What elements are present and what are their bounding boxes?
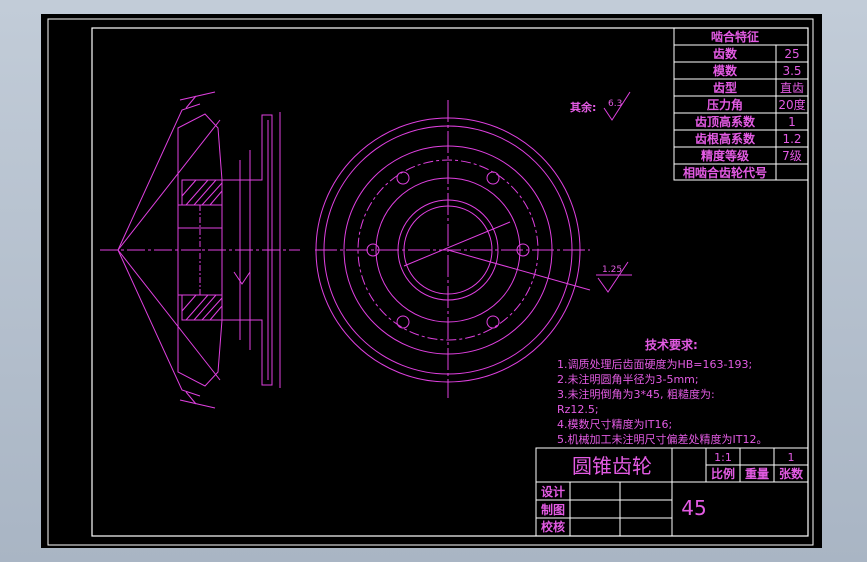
gear-body-outline — [177, 113, 273, 387]
outer-circle — [315, 117, 581, 383]
pitch-line-upper — [117, 119, 221, 251]
bolt-hole-3 — [516, 243, 530, 257]
finish-mark-side — [233, 271, 251, 285]
tech-req-line: 3.未注明倒角为3*45, 粗糙度为: — [557, 387, 715, 401]
sheet-count-value: 1 — [788, 451, 795, 464]
bore-inner — [403, 205, 493, 295]
param-value: 1.2 — [782, 132, 801, 146]
sheet-background — [41, 14, 822, 548]
tech-req-line: Rz12.5; — [557, 403, 599, 416]
surface-finish-value: 6.3 — [608, 99, 622, 109]
weight-label: 重量 — [745, 466, 769, 481]
param-label: 相啮合齿轮代号 — [683, 165, 767, 180]
param-value: 1 — [788, 115, 796, 129]
designer-label: 设计 — [541, 484, 565, 499]
bolt-hole-1 — [396, 171, 410, 185]
bolt-ring-outer — [343, 145, 553, 355]
bolt-hole-5 — [396, 315, 410, 329]
dim-top-tick — [185, 95, 197, 109]
checker-label: 校核 — [541, 519, 565, 534]
cone-upper-line — [117, 103, 201, 251]
dim-top-angle — [179, 91, 216, 101]
tech-req-line: 1.调质处理后齿面硬度为HB=163-193; — [557, 357, 752, 371]
scale-label: 比例 — [711, 466, 735, 481]
sheets-label: 张数 — [779, 466, 804, 481]
param-label: 精度等级 — [701, 148, 749, 163]
param-label: 模数 — [713, 63, 738, 78]
bore-circle — [397, 199, 499, 301]
front-view — [315, 100, 632, 398]
param-value: 直齿 — [780, 81, 804, 95]
tech-req-line: 5.机械加工未注明尺寸偏差处精度为IT12。 — [557, 432, 767, 446]
surface-finish-label: 其余: — [570, 100, 596, 114]
dim-bottom-angle — [179, 399, 216, 409]
radius-leader — [447, 249, 591, 291]
front-finish-value: 1.25 — [602, 265, 622, 275]
param-value: 20度 — [778, 97, 805, 112]
param-label: 齿型 — [713, 80, 737, 95]
diameter-leader — [403, 221, 511, 267]
inner-frame — [91, 27, 809, 537]
side-section-view — [100, 91, 300, 409]
bolt-hole-6 — [366, 243, 380, 257]
bolt-hole-4 — [486, 315, 500, 329]
param-label: 齿数 — [713, 46, 738, 61]
param-label: 齿根高系数 — [695, 131, 756, 146]
cone-lower-line — [117, 249, 201, 397]
bolt-hole-2 — [486, 171, 500, 185]
hatch-upper — [181, 179, 223, 206]
dim-bottom-tick — [185, 391, 197, 405]
drafter-label: 制图 — [541, 502, 565, 517]
tech-req-line: 2.未注明圆角半径为3-5mm; — [557, 372, 699, 386]
param-label: 压力角 — [707, 97, 743, 112]
hatch-lower — [181, 294, 223, 321]
tech-req-line: 4.模数尺寸精度为IT16; — [557, 417, 672, 431]
title-block: 圆锥齿轮 1:1 1 比例 重量 张数 设计 制图 校核 45 — [535, 447, 809, 537]
tech-req-title: 技术要求: — [645, 337, 698, 352]
param-label: 齿顶高系数 — [695, 114, 756, 129]
technical-requirements: 技术要求: 1.调质处理后齿面硬度为HB=163-193;2.未注明圆角半径为3… — [557, 337, 767, 446]
bolt-pitch-circle — [357, 159, 539, 341]
param-value: 7级 — [782, 149, 802, 163]
finish-mark-front — [597, 261, 629, 293]
param-value: 3.5 — [782, 64, 801, 78]
hub-outer — [375, 177, 521, 323]
surface-finish-symbol — [603, 91, 631, 121]
part-name: 圆锥齿轮 — [572, 454, 652, 478]
param-table-title: 啮合特征 — [711, 29, 759, 44]
pitch-line-lower — [117, 249, 221, 381]
scale-value: 1:1 — [714, 451, 732, 464]
outer-frame — [47, 18, 814, 546]
param-value: 25 — [784, 47, 799, 61]
tip-circle — [323, 125, 573, 375]
material-value: 45 — [681, 496, 706, 520]
